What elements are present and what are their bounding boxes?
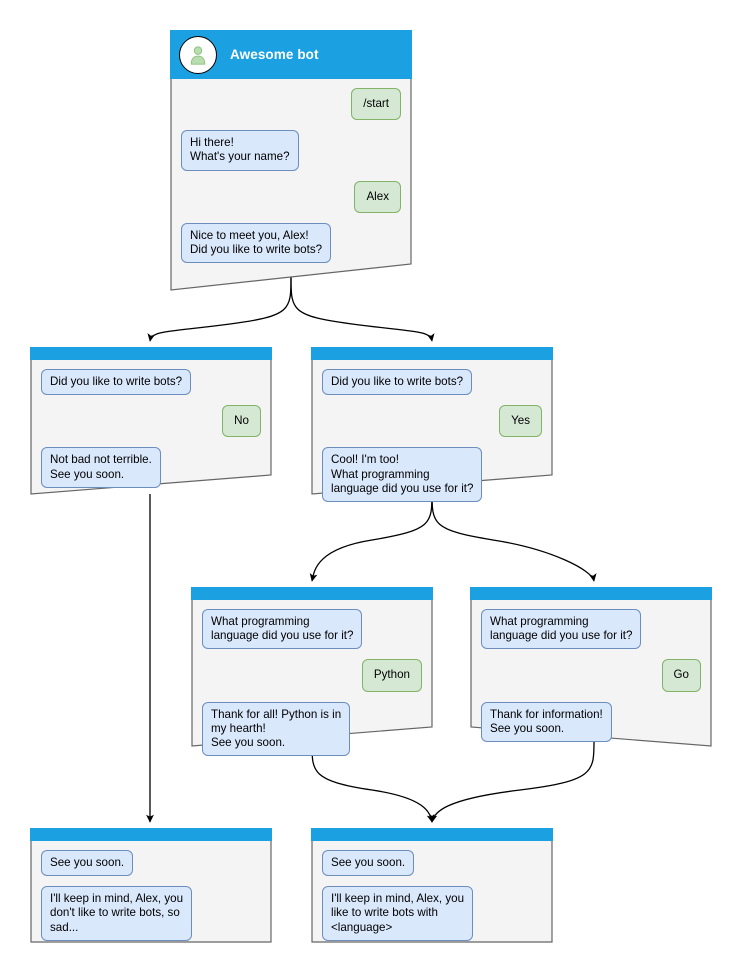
bot-message-bubble[interactable]: Not bad not terrible. See you soon. xyxy=(41,447,161,488)
user-message-bubble[interactable]: Yes xyxy=(499,405,542,438)
user-message-bubble[interactable]: Go xyxy=(661,659,701,692)
message-row: What programming language did you use fo… xyxy=(481,609,701,650)
user-message-bubble[interactable]: /start xyxy=(351,88,401,121)
message-list-go: What programming language did you use fo… xyxy=(470,600,712,752)
message-row: Go xyxy=(481,659,701,692)
message-list-answer-yes: Did you like to write bots? Yes Cool! I'… xyxy=(311,360,553,512)
bot-message-bubble[interactable]: Nice to meet you, Alex! Did you like to … xyxy=(181,222,332,264)
bot-message-bubble[interactable]: Cool! I'm too! What programming language… xyxy=(322,447,483,503)
message-row: /start xyxy=(181,88,401,121)
chat-card-end-happy[interactable]: See you soon. I'll keep in mind, Alex, y… xyxy=(311,828,553,943)
card-header-bar xyxy=(311,828,553,841)
card-header-bar xyxy=(30,347,272,360)
user-message-bubble[interactable]: Python xyxy=(361,659,422,692)
message-row: Not bad not terrible. See you soon. xyxy=(41,447,261,488)
message-row: Alex xyxy=(181,180,401,213)
message-row: Hi there! What's your name? xyxy=(181,130,401,171)
message-row: See you soon. xyxy=(322,850,542,877)
message-row: No xyxy=(41,405,261,438)
message-row: See you soon. xyxy=(41,850,261,877)
bot-message-bubble[interactable]: Thank for information! See you soon. xyxy=(481,701,612,743)
message-row: Thank for all! Python is in my hearth! S… xyxy=(202,701,422,757)
card-header-start: Awesome bot xyxy=(170,30,412,79)
message-row: Yes xyxy=(322,405,542,438)
message-row: Did you like to write bots? xyxy=(41,369,261,396)
message-list-end-happy: See you soon. I'll keep in mind, Alex, y… xyxy=(311,841,553,951)
message-row: What programming language did you use fo… xyxy=(202,609,422,650)
message-row: Nice to meet you, Alex! Did you like to … xyxy=(181,222,401,264)
message-row: Cool! I'm too! What programming language… xyxy=(322,447,542,503)
bot-message-bubble[interactable]: Thank for all! Python is in my hearth! S… xyxy=(202,701,351,757)
message-list-answer-no: Did you like to write bots? No Not bad n… xyxy=(30,360,272,498)
chat-card-answer-no[interactable]: Did you like to write bots? No Not bad n… xyxy=(30,347,272,495)
chat-card-language-python[interactable]: What programming language did you use fo… xyxy=(191,587,433,757)
message-list-start: /start Hi there! What's your name? Alex … xyxy=(170,79,412,273)
message-row: Did you like to write bots? xyxy=(322,369,542,396)
message-row: I'll keep in mind, Alex, you like to wri… xyxy=(322,886,542,941)
chat-card-end-sad[interactable]: See you soon. I'll keep in mind, Alex, y… xyxy=(30,828,272,943)
card-header-bar xyxy=(311,347,553,360)
bot-message-bubble[interactable]: What programming language did you use fo… xyxy=(202,609,363,650)
user-message-bubble[interactable]: No xyxy=(222,405,261,438)
bot-name-label: Awesome bot xyxy=(230,47,319,62)
message-row: I'll keep in mind, Alex, you don't like … xyxy=(41,886,261,941)
bot-message-bubble[interactable]: Did you like to write bots? xyxy=(41,369,192,396)
message-row: Thank for information! See you soon. xyxy=(481,701,701,743)
edge-go-to-end-happy xyxy=(429,740,595,823)
chat-card-start[interactable]: Awesome bot /start Hi there! What's your… xyxy=(170,30,412,291)
bot-message-bubble[interactable]: Did you like to write bots? xyxy=(322,369,473,396)
chat-card-language-go[interactable]: What programming language did you use fo… xyxy=(470,587,712,747)
bot-message-bubble[interactable]: Hi there! What's your name? xyxy=(181,130,299,171)
card-header-bar xyxy=(470,587,712,600)
bot-message-bubble[interactable]: I'll keep in mind, Alex, you like to wri… xyxy=(322,886,474,941)
avatar xyxy=(179,35,217,74)
message-list-python: What programming language did you use fo… xyxy=(191,600,433,766)
chat-card-answer-yes[interactable]: Did you like to write bots? Yes Cool! I'… xyxy=(311,347,553,503)
bot-message-bubble[interactable]: See you soon. xyxy=(322,850,415,877)
user-message-bubble[interactable]: Alex xyxy=(354,180,401,213)
message-list-end-sad: See you soon. I'll keep in mind, Alex, y… xyxy=(30,841,272,951)
person-icon xyxy=(190,45,206,65)
message-row: Python xyxy=(202,659,422,692)
card-header-bar xyxy=(191,587,433,600)
bot-message-bubble[interactable]: I'll keep in mind, Alex, you don't like … xyxy=(41,886,193,941)
bot-message-bubble[interactable]: What programming language did you use fo… xyxy=(481,609,642,650)
bot-message-bubble[interactable]: See you soon. xyxy=(41,850,134,877)
card-header-bar xyxy=(30,828,272,841)
